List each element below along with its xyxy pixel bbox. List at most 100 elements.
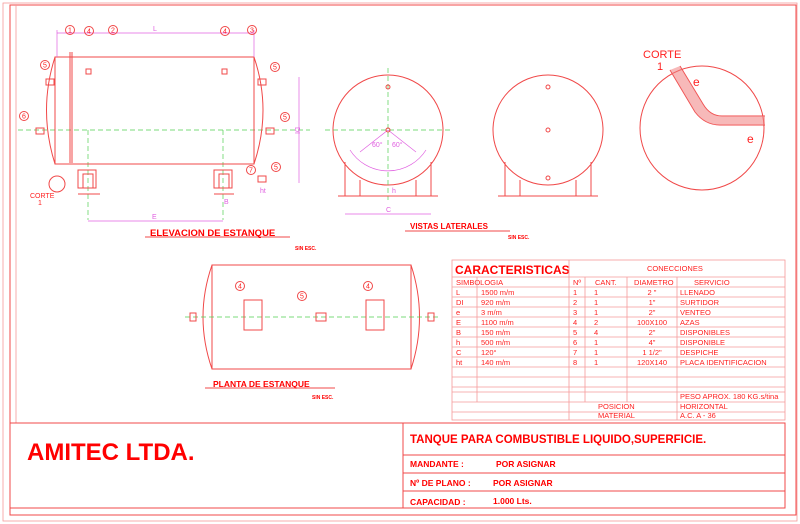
corte-detail: CORTE 1 e e	[639, 49, 765, 191]
table-row: E 1100 m/m 4 2 100X100 AZAS	[456, 318, 700, 327]
item-marker: 5	[40, 60, 50, 70]
cell-diam: 2 "	[648, 288, 657, 297]
cell-diam: 120X140	[637, 358, 667, 367]
angle-right: 60°	[392, 141, 403, 149]
plan-view: 4 5 4 PLANTA DE ESTANQUE SIN ESC.	[185, 264, 440, 401]
drawing-title: TANQUE PARA COMBUSTIBLE LIQUIDO,SUPERFIC…	[410, 434, 706, 446]
item-marker: 5	[280, 112, 290, 122]
peso: PESO APROX. 180 KG.s/tina	[680, 392, 779, 401]
marker-number: 5	[274, 165, 278, 172]
item-marker: 5	[270, 62, 280, 72]
corte-num: 1	[38, 200, 42, 207]
plan-scale: SIN ESC.	[312, 395, 334, 401]
marker-number: 4	[223, 29, 227, 36]
cell-sym: B	[456, 328, 461, 337]
cell-n: 6	[573, 338, 577, 347]
item-marker: 4	[363, 281, 373, 291]
material-label: MATERIAL	[598, 411, 635, 420]
mandante-value: POR ASIGNAR	[496, 459, 556, 469]
item-marker: 1	[65, 25, 75, 35]
marker-number: 5	[43, 63, 47, 70]
cell-cant: 2	[594, 318, 598, 327]
cell-n: 3	[573, 308, 577, 317]
marker-number: 4	[87, 29, 91, 36]
cell-serv: DISPONIBLES	[680, 328, 730, 337]
cell-cant: 4	[594, 328, 598, 337]
title-block: AMITEC LTDA. TANQUE PARA COMBUSTIBLE LIQ…	[9, 422, 786, 509]
cell-diam: 4"	[649, 338, 656, 347]
corte-detail-num: 1	[657, 61, 663, 73]
table-title: CARACTERISTICAS	[455, 263, 570, 277]
cell-val: 920 m/m	[481, 298, 510, 307]
lateral-view-right	[492, 74, 604, 186]
item-marker: 5	[271, 162, 281, 172]
dim-C: C	[386, 207, 391, 214]
marker-number: 5	[273, 65, 277, 72]
cell-diam: 1 1/2"	[642, 348, 662, 357]
mandante-label: MANDANTE :	[410, 459, 464, 469]
item-marker: 6	[19, 111, 29, 121]
cell-serv: LLENADO	[680, 288, 715, 297]
cell-serv: SURTIDOR	[680, 298, 720, 307]
tank-shell	[54, 56, 255, 165]
lateral-views: 60° 60° C h VISTAS LATERALES SIN ESC.	[325, 68, 604, 241]
cell-sym: L	[456, 288, 460, 297]
capacidad-label: CAPACIDAD :	[410, 497, 466, 507]
cell-sym: ht	[456, 358, 463, 367]
corte-label: CORTE	[30, 193, 55, 200]
col-cant: CANT.	[595, 278, 617, 287]
cell-cant: 1	[594, 288, 598, 297]
angle-left: 60°	[372, 141, 383, 149]
cell-diam: 1"	[649, 298, 656, 307]
corte-detail-label: CORTE	[643, 49, 681, 61]
dim-B: B	[224, 199, 229, 206]
posicion-value: HORIZONTAL	[680, 402, 728, 411]
cell-diam: 2"	[649, 308, 656, 317]
cell-n: 2	[573, 298, 577, 307]
item-marker: 4	[220, 26, 230, 36]
characteristics-table: CARACTERISTICAS CONECCIONES SIMBOLOGIA N…	[451, 259, 786, 421]
item-marker: 3	[247, 25, 257, 35]
material-value: A.C. A - 36	[680, 411, 716, 420]
plano-value: POR ASIGNAR	[493, 478, 553, 488]
table-row: DI 920 m/m 2 1 1" SURTIDOR	[456, 298, 720, 307]
cell-n: 7	[573, 348, 577, 357]
cell-sym: h	[456, 338, 460, 347]
cell-sym: E	[456, 318, 461, 327]
cell-val: 1100 m/m	[481, 318, 514, 327]
marker-number: 4	[366, 284, 370, 291]
cell-val: 120°	[481, 348, 497, 357]
item-marker: 7	[246, 165, 256, 175]
lateral-scale: SIN ESC.	[508, 235, 530, 241]
elevation-title: ELEVACION DE ESTANQUE	[150, 228, 275, 239]
dim-h: h	[392, 188, 396, 195]
col-servicio: SERVICIO	[694, 278, 730, 287]
marker-number: 1	[68, 28, 72, 35]
cell-val: 1500 m/m	[481, 288, 514, 297]
cell-serv: AZAS	[680, 318, 700, 327]
marker-number: 7	[249, 168, 253, 175]
marker-number: 5	[283, 115, 287, 122]
plan-title: PLANTA DE ESTANQUE	[213, 379, 310, 389]
item-marker: 4	[235, 281, 245, 291]
cell-cant: 1	[594, 348, 598, 357]
item-marker: 5	[297, 291, 307, 301]
cell-sym: DI	[456, 298, 464, 307]
col-diametro: DIAMETRO	[634, 278, 674, 287]
cell-diam: 100X100	[637, 318, 667, 327]
conexiones-header: CONECCIONES	[647, 264, 703, 273]
capacidad-value: 1.000 Lts.	[493, 496, 532, 506]
cell-cant: 1	[594, 298, 598, 307]
item-marker: 4	[84, 26, 94, 36]
marker-number: 2	[111, 28, 115, 35]
cell-n: 4	[573, 318, 577, 327]
